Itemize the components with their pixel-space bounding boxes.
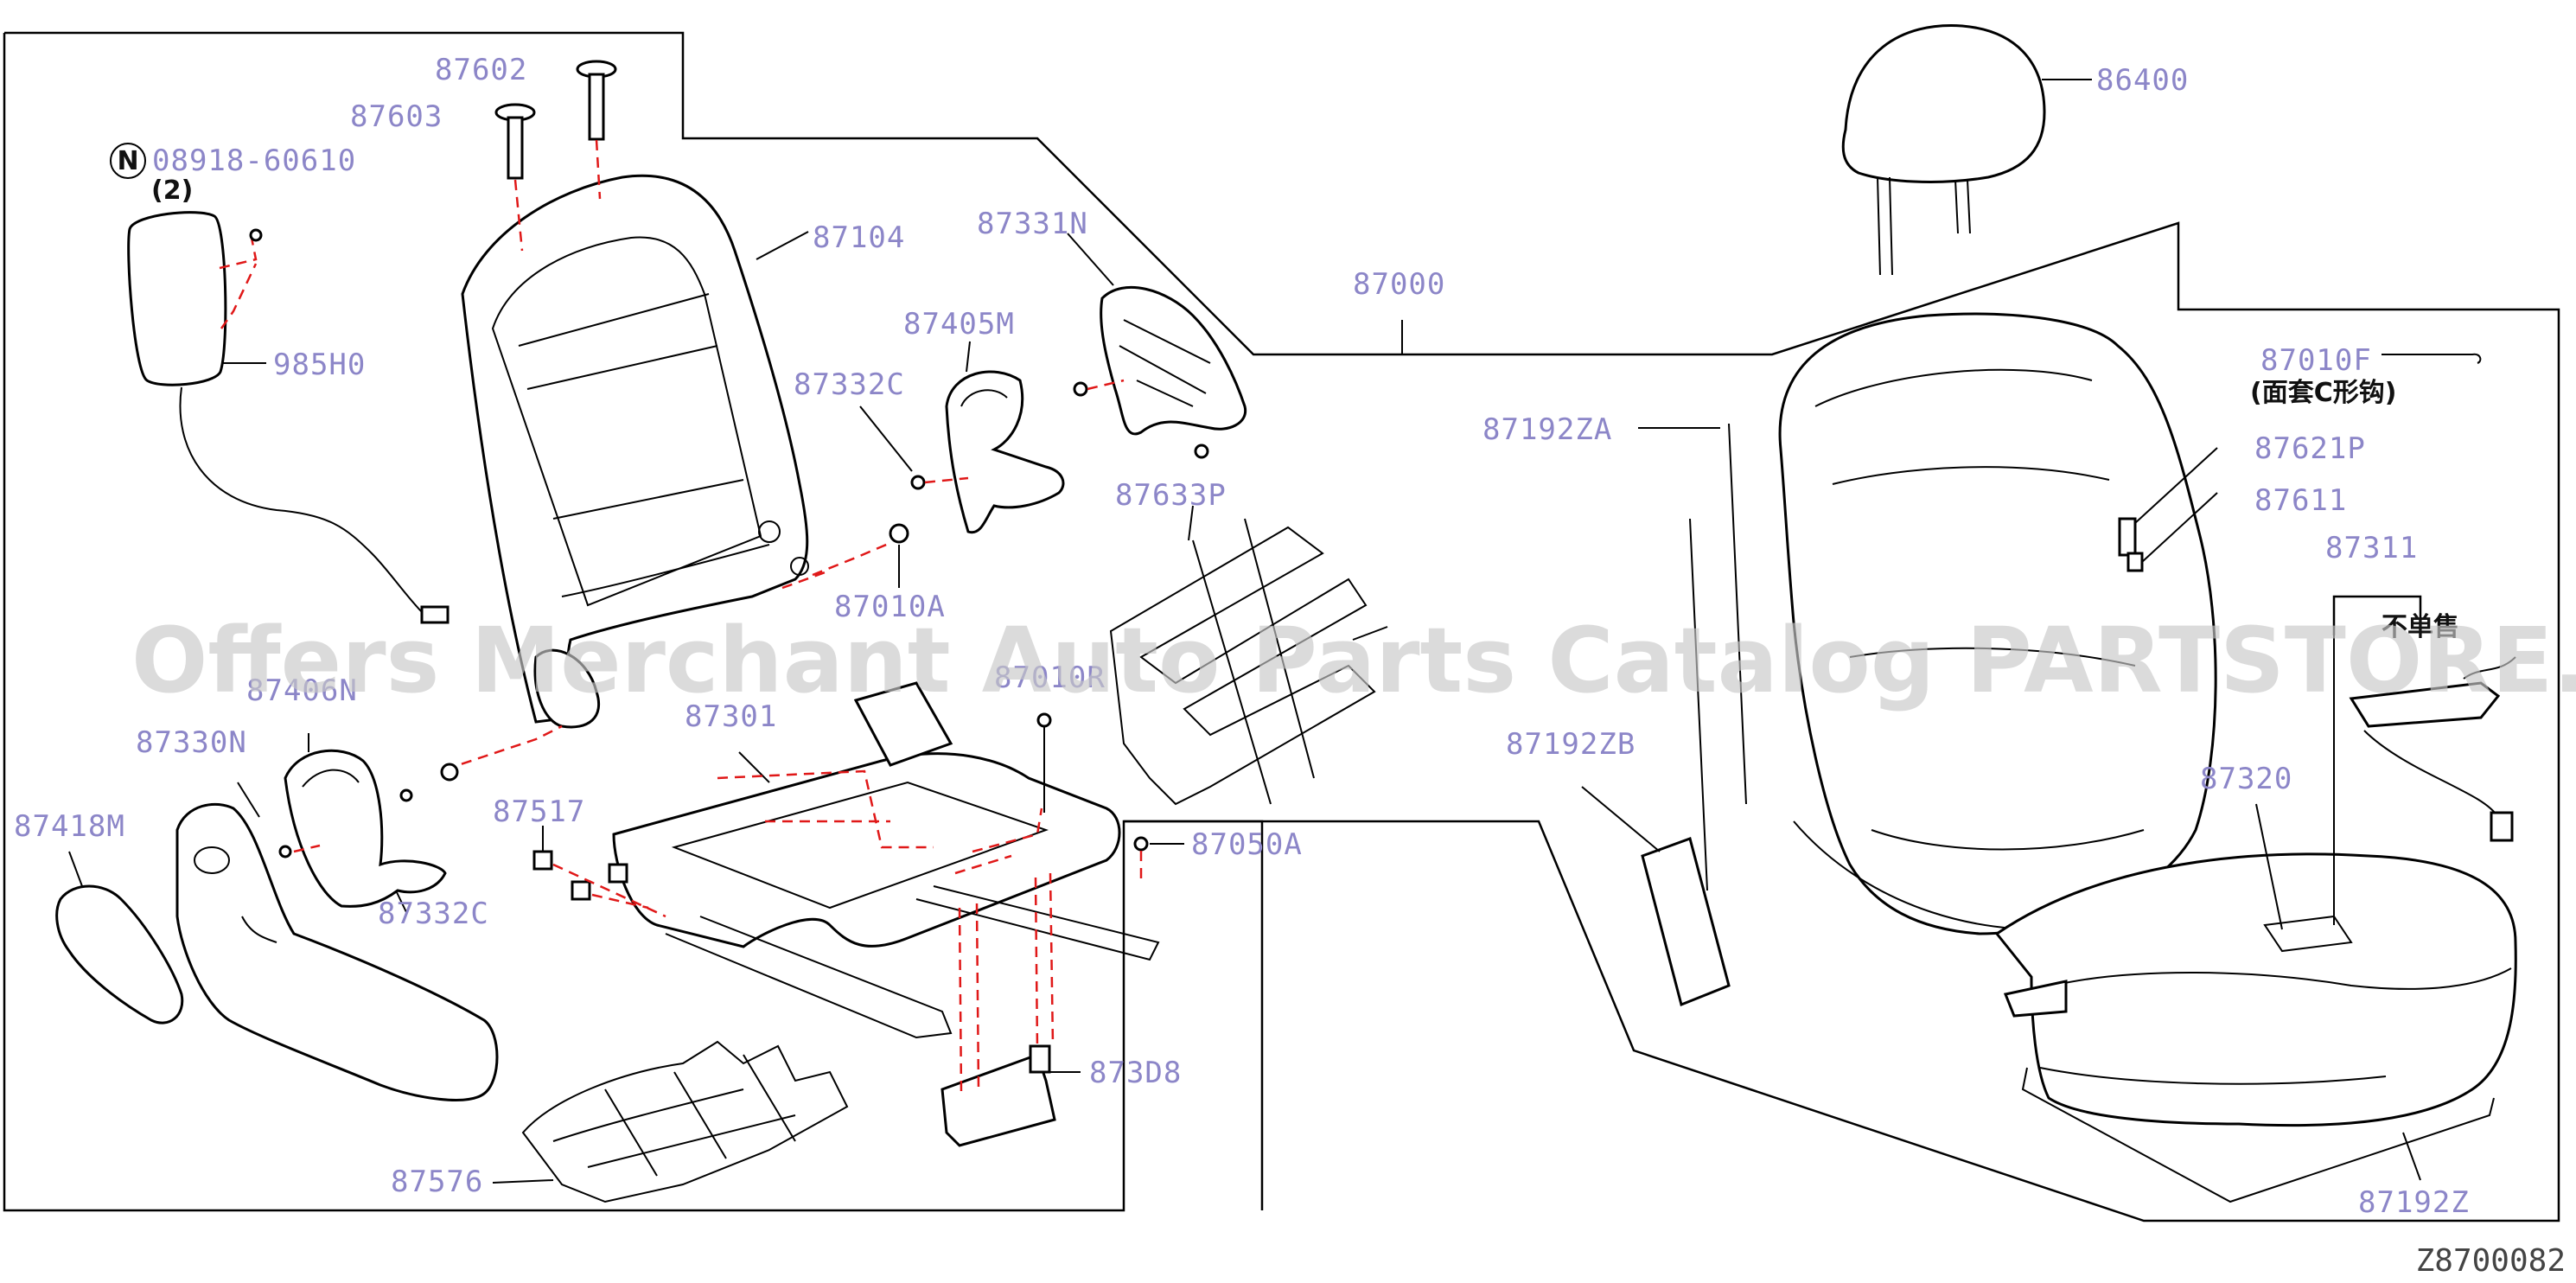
watermark: Offers Merchant Auto Parts Catalog PARTS… bbox=[131, 608, 2576, 713]
callout-87301: 87301 bbox=[685, 699, 777, 734]
side-airbag bbox=[127, 211, 450, 624]
callout-87311: 87311 bbox=[2325, 531, 2418, 565]
cushion-group-box bbox=[1124, 820, 1264, 1210]
callout-87611: 87611 bbox=[2254, 483, 2347, 518]
callout-87602: 87602 bbox=[435, 53, 527, 87]
recliner-bracket bbox=[859, 341, 1065, 534]
cushion-spring bbox=[492, 1040, 849, 1203]
cushion-bracket bbox=[940, 872, 1081, 1147]
callout-87104: 87104 bbox=[813, 220, 905, 255]
callout-87000: 87000 bbox=[1353, 267, 1445, 302]
diagram-reference: Z8700082 bbox=[2416, 1243, 2566, 1279]
seatback-group-box bbox=[3, 31, 2560, 1222]
seatback-trim-cover bbox=[1689, 312, 2217, 935]
back-board bbox=[1641, 837, 1731, 1007]
callout-87010a: 87010A bbox=[834, 590, 946, 624]
callout-qty-2: (2) bbox=[151, 176, 193, 206]
clip-bolt bbox=[249, 228, 263, 242]
callout-87576: 87576 bbox=[391, 1165, 483, 1199]
standard-part-symbol: N bbox=[117, 146, 138, 176]
heater-module bbox=[2332, 595, 2516, 925]
callout-87010f: 87010F bbox=[2260, 343, 2372, 378]
callout-87517: 87517 bbox=[493, 795, 585, 829]
callout-87332c-bottom: 87332C bbox=[378, 897, 489, 931]
callout-87331n: 87331N bbox=[977, 207, 1088, 241]
headrest bbox=[1841, 24, 2092, 276]
callout-87332c-top: 87332C bbox=[794, 367, 905, 402]
callout-87192za: 87192ZA bbox=[1482, 412, 1612, 447]
callout-08918-60610: 08918-60610 bbox=[152, 144, 356, 178]
callout-87633p: 87633P bbox=[1115, 478, 1227, 513]
note-not-sold-separately: 不单售 bbox=[2382, 612, 2459, 642]
nut-87406n bbox=[440, 763, 459, 782]
seatback-frame bbox=[461, 174, 809, 729]
lower-side-covers bbox=[55, 733, 499, 1101]
fastener-87010a bbox=[889, 523, 909, 544]
seat-cushion-trim bbox=[1994, 852, 2517, 1203]
callout-87603: 87603 bbox=[350, 99, 443, 134]
fastener-87010r bbox=[1036, 712, 1052, 728]
callout-87330n: 87330N bbox=[136, 725, 247, 760]
callout-87192z: 87192Z bbox=[2358, 1185, 2470, 1220]
clips-87517 bbox=[532, 826, 666, 918]
callout-87192zb: 87192ZB bbox=[1506, 727, 1636, 762]
note-cover-hook: (面套C形钩) bbox=[2250, 378, 2396, 408]
callout-87418m: 87418M bbox=[14, 809, 125, 844]
bolt-87050a bbox=[1133, 836, 1149, 852]
callout-87621p: 87621P bbox=[2254, 431, 2366, 466]
headrest-guides bbox=[494, 60, 617, 252]
back-spring bbox=[1109, 505, 1388, 806]
callout-87010r: 87010R bbox=[994, 661, 1106, 695]
callout-87406n: 87406N bbox=[246, 673, 358, 708]
callout-87320: 87320 bbox=[2200, 762, 2292, 796]
callout-873d8: 873D8 bbox=[1089, 1056, 1182, 1090]
cover-hook bbox=[2382, 353, 2482, 364]
upper-side-cover bbox=[1067, 233, 1247, 459]
callout-87405m: 87405M bbox=[903, 307, 1015, 341]
seat-frame bbox=[612, 681, 1160, 1039]
callout-86400: 86400 bbox=[2096, 63, 2189, 98]
callout-87050a: 87050A bbox=[1191, 827, 1303, 862]
callout-985h0: 985H0 bbox=[273, 348, 366, 382]
standard-part-circle bbox=[110, 143, 146, 179]
